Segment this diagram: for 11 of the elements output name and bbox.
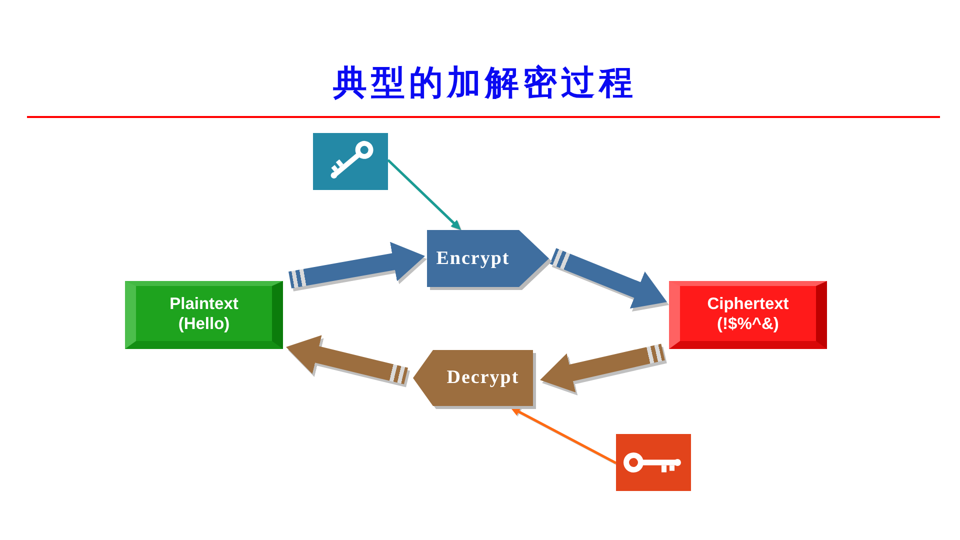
- block-arrow: [284, 335, 408, 384]
- arrow: [387, 159, 462, 231]
- beveled-box: Plaintext (Hello): [125, 281, 283, 349]
- beveled-box: Ciphertext (!$%^&): [669, 281, 827, 349]
- pentagon-box: Encrypt: [427, 230, 552, 290]
- block-arrow: [288, 242, 426, 288]
- pentagon-box: Decrypt: [413, 350, 536, 409]
- title: 典型的加解密过程: [333, 64, 637, 102]
- key-icon: [313, 133, 388, 190]
- key-icon: [616, 434, 691, 491]
- block-arrow: [538, 344, 665, 392]
